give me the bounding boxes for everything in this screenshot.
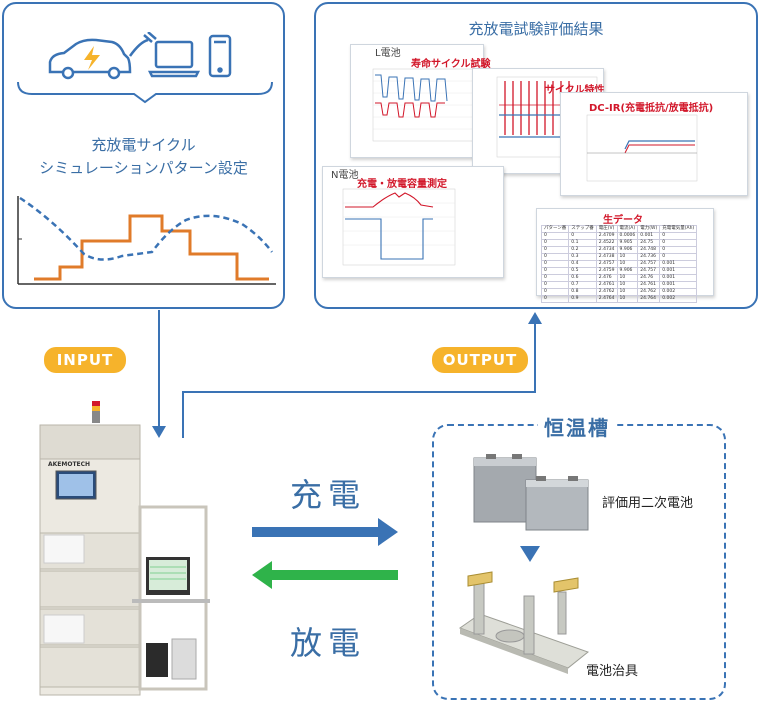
- sheet-lifecycle: L電池 寿命サイクル試験: [350, 44, 491, 158]
- discharge-label: 放電: [290, 624, 367, 662]
- lifecycle-graph: [372, 68, 478, 142]
- sheet-capacity: N電池 充電・放電容量測定: [322, 166, 504, 278]
- discharge-arrow: [252, 561, 398, 589]
- laptop-icon: [147, 40, 201, 78]
- sheet-dcir-title: DC-IR(充電抵抗/放電抵抗): [589, 103, 714, 114]
- down-arrow: [520, 546, 540, 562]
- table-cell: 0: [540, 295, 570, 303]
- signal-tower: [92, 401, 100, 423]
- charge-pattern-line: [34, 214, 269, 281]
- sheet-dcir: DC-IR(充電抵抗/放電抵抗): [560, 92, 748, 196]
- sheet-l-title: 寿命サイクル試験: [411, 59, 491, 70]
- output-panel: 充放電試験評価結果 L電池 寿命サイクル試験 サイクル特性 DC-IR(充電抵抗: [314, 2, 758, 309]
- thermostatic-chamber: 恒温槽: [432, 412, 726, 700]
- charge-discharge-tester: [39, 401, 210, 696]
- input-arrow-head: [152, 426, 166, 438]
- output-arrow-head: [528, 312, 542, 324]
- sheet-l-caption: L電池: [375, 48, 401, 59]
- capacity-graph: [342, 188, 456, 266]
- output-arrow: [182, 322, 536, 438]
- input-title-line1: 充放電サイクル: [91, 136, 196, 154]
- battery-cells: [473, 454, 589, 531]
- lightning-icon: [84, 46, 100, 70]
- charge-arrow: [252, 518, 398, 546]
- voltage-dashed-line: [19, 196, 273, 261]
- dcir-graph: [586, 114, 698, 182]
- sheet-raw-data: 生データ パターン番ステップ番電圧(V)電流(A)電力(W)充電電気量(Ah) 0…: [536, 208, 714, 303]
- sheet-n-title: 充電・放電容量測定: [357, 179, 447, 190]
- sheet-raw-title: 生データ: [603, 215, 643, 226]
- chamber-title: 恒温槽: [538, 412, 616, 441]
- desktop-pc: [146, 643, 168, 677]
- output-tag: OUTPUT: [432, 347, 528, 373]
- smartphone-icon: [208, 34, 232, 78]
- cycle-pattern-chart: [17, 196, 276, 285]
- device-icons: [48, 32, 232, 80]
- input-panel: 充放電サイクル シミュレーションパターン設定: [2, 2, 285, 309]
- input-tag: INPUT: [44, 347, 126, 373]
- machine-brand: AKEMOTECH: [48, 461, 91, 468]
- speech-bracket: [17, 81, 273, 104]
- battery-label: 評価用二次電池: [602, 496, 694, 511]
- input-title-line2: シミュレーションパターン設定: [39, 159, 248, 177]
- charge-label: 充電: [290, 476, 367, 514]
- output-title: 充放電試験評価結果: [468, 20, 604, 38]
- table-row: パターン番ステップ番電圧(V)電流(A)電力(W)充電電気量(Ah): [540, 225, 698, 233]
- sheet-n-caption: N電池: [331, 170, 359, 181]
- car-charging-icon: [48, 32, 157, 80]
- jig-label: 電池治具: [586, 664, 639, 679]
- side-desk-frame: [138, 505, 208, 691]
- battery-jig: [458, 571, 590, 674]
- table-cell: 0.002: [659, 295, 698, 303]
- sheet-cycle-title: サイクル特性: [545, 85, 605, 96]
